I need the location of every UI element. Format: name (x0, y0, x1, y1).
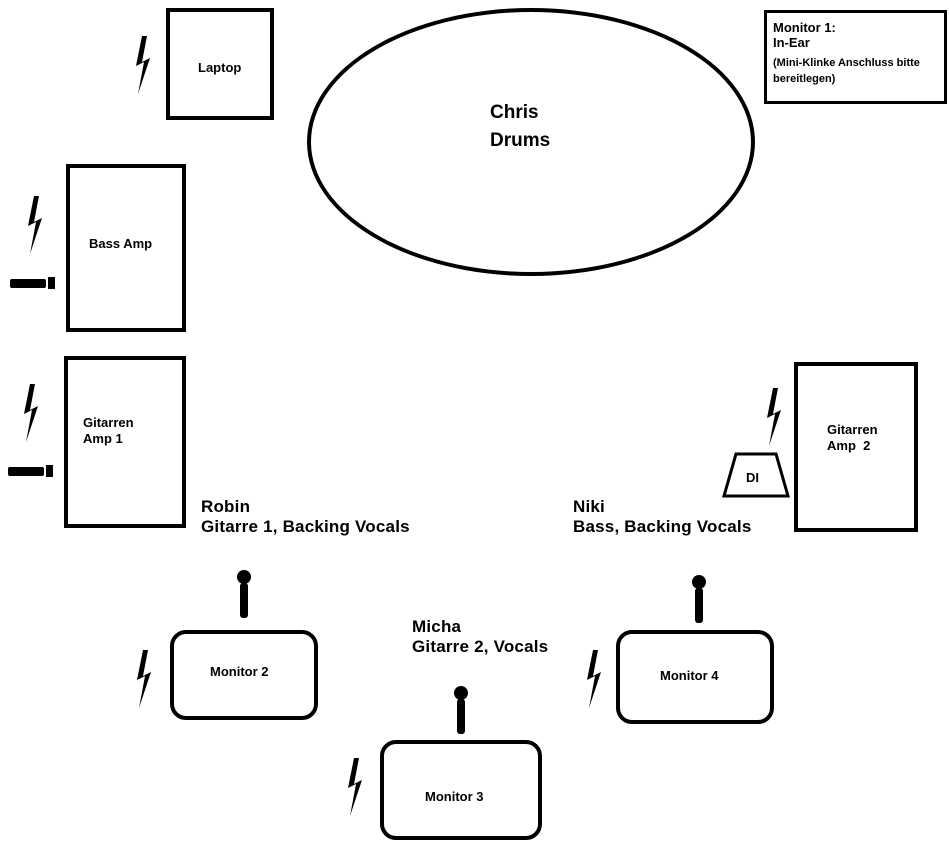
drums-label: Chris Drums (490, 99, 550, 155)
power-bolt-icon (767, 388, 781, 446)
guitar-amp-2-box (794, 362, 918, 532)
power-bolt-icon (136, 36, 150, 94)
monitor-4-box (616, 630, 774, 724)
microphone-icon (237, 570, 251, 618)
bass-amp-label: Bass Amp (89, 236, 153, 251)
monitor-1-subtitle: In-Ear (773, 35, 810, 50)
guitar-amp-1-line2: Amp 1 (83, 431, 123, 446)
niki-name: Niki (573, 497, 605, 516)
drummer-name: Chris (490, 102, 539, 123)
power-bolt-icon (587, 650, 601, 708)
monitor-3-label: Monitor 3 (425, 789, 484, 804)
drum-riser (307, 8, 755, 276)
di-box-label: DI (746, 470, 759, 485)
power-bolt-icon (24, 384, 38, 442)
monitor-4-label: Monitor 4 (660, 668, 719, 683)
instrument-cable-icon (10, 277, 55, 289)
guitar-amp-1-label: Gitarren Amp 1 (83, 415, 134, 447)
monitor-2-label: Monitor 2 (210, 664, 269, 679)
guitar-amp-1-line1: Gitarren (83, 415, 134, 430)
instrument-cable-icon (8, 465, 53, 477)
di-box-shape (722, 452, 790, 498)
monitor-1-detail: (Mini-Klinke Anschluss bitte bereitlegen… (773, 57, 920, 85)
monitor-3-box (380, 740, 542, 840)
laptop-label: Laptop (198, 60, 242, 75)
guitar-amp-2-line2: Amp 2 (827, 438, 871, 453)
drums-instrument: Drums (490, 130, 551, 151)
power-bolt-icon (137, 650, 151, 708)
microphone-icon (454, 686, 468, 734)
monitor-1-note: Monitor 1: In-Ear (Mini-Klinke Anschluss… (764, 10, 947, 104)
guitar-amp-1-box (64, 356, 186, 528)
laptop-box (166, 8, 274, 120)
micha-label: Micha Gitarre 2, Vocals (412, 617, 548, 657)
robin-name: Robin (201, 497, 251, 516)
power-bolt-icon (348, 758, 362, 816)
bass-amp-box (66, 164, 186, 332)
niki-role: Bass, Backing Vocals (573, 517, 752, 536)
micha-role: Gitarre 2, Vocals (412, 637, 549, 656)
monitor-1-title: Monitor 1: (773, 20, 836, 35)
monitor-2-box (170, 630, 318, 720)
niki-label: Niki Bass, Backing Vocals (573, 497, 752, 537)
power-bolt-icon (28, 196, 42, 254)
guitar-amp-2-label: Gitarren Amp 2 (827, 422, 878, 454)
robin-role: Gitarre 1, Backing Vocals (201, 517, 410, 536)
micha-name: Micha (412, 617, 462, 636)
robin-label: Robin Gitarre 1, Backing Vocals (201, 497, 410, 537)
microphone-icon (692, 575, 706, 623)
guitar-amp-2-line1: Gitarren (827, 422, 878, 437)
